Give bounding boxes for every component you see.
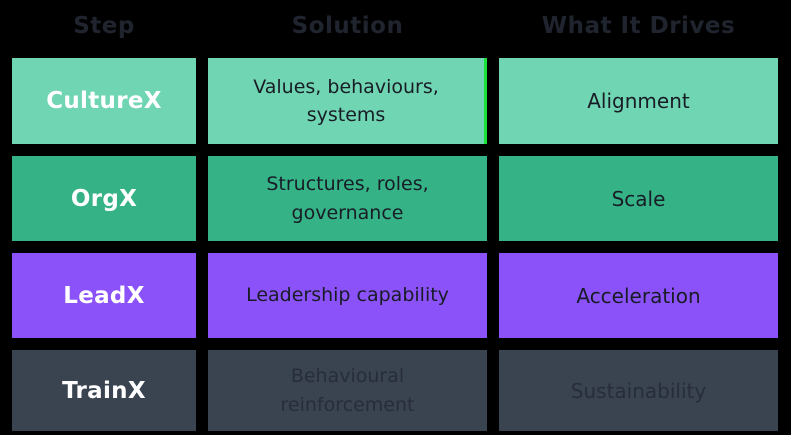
cell-text: Structures, roles, governance: [266, 173, 429, 224]
step-cell-trainx: TrainX: [12, 350, 196, 431]
drives-cell-trainx: Sustainability: [499, 350, 778, 431]
solution-cell-leadx: Leadership capability: [208, 253, 487, 338]
cell-text: Alignment: [587, 89, 690, 113]
cell-text: LeadX: [63, 282, 145, 309]
column-header-what-it-drives: What It Drives: [541, 13, 736, 39]
cell-text: OrgX: [70, 185, 138, 212]
step-cell-culturex: CultureX: [12, 58, 196, 144]
cell-text: Scale: [611, 186, 666, 211]
drives-cell-leadx: Acceleration: [499, 253, 778, 338]
step-cell-orgx: OrgX: [12, 156, 196, 241]
cell-text: Values, behaviours, systems: [253, 75, 439, 127]
drives-cell-orgx: Scale: [499, 156, 778, 241]
cell-text: Acceleration: [576, 283, 701, 308]
drives-cell-culturex: Alignment: [499, 58, 778, 144]
cell-text: TrainX: [62, 377, 146, 404]
cell-text: Sustainability: [570, 378, 707, 403]
solution-cell-trainx: Behavioural reinforcement: [208, 350, 487, 431]
step-cell-leadx: LeadX: [12, 253, 196, 338]
solution-cell-culturex: Values, behaviours, systems: [208, 58, 487, 144]
column-header-solution: Solution: [291, 13, 404, 39]
cell-text: Behavioural reinforcement: [280, 365, 415, 416]
cell-text: Leadership capability: [246, 284, 449, 307]
solution-cell-orgx: Structures, roles, governance: [208, 156, 487, 241]
cell-text: CultureX: [46, 88, 162, 114]
column-header-step: Step: [73, 13, 135, 39]
